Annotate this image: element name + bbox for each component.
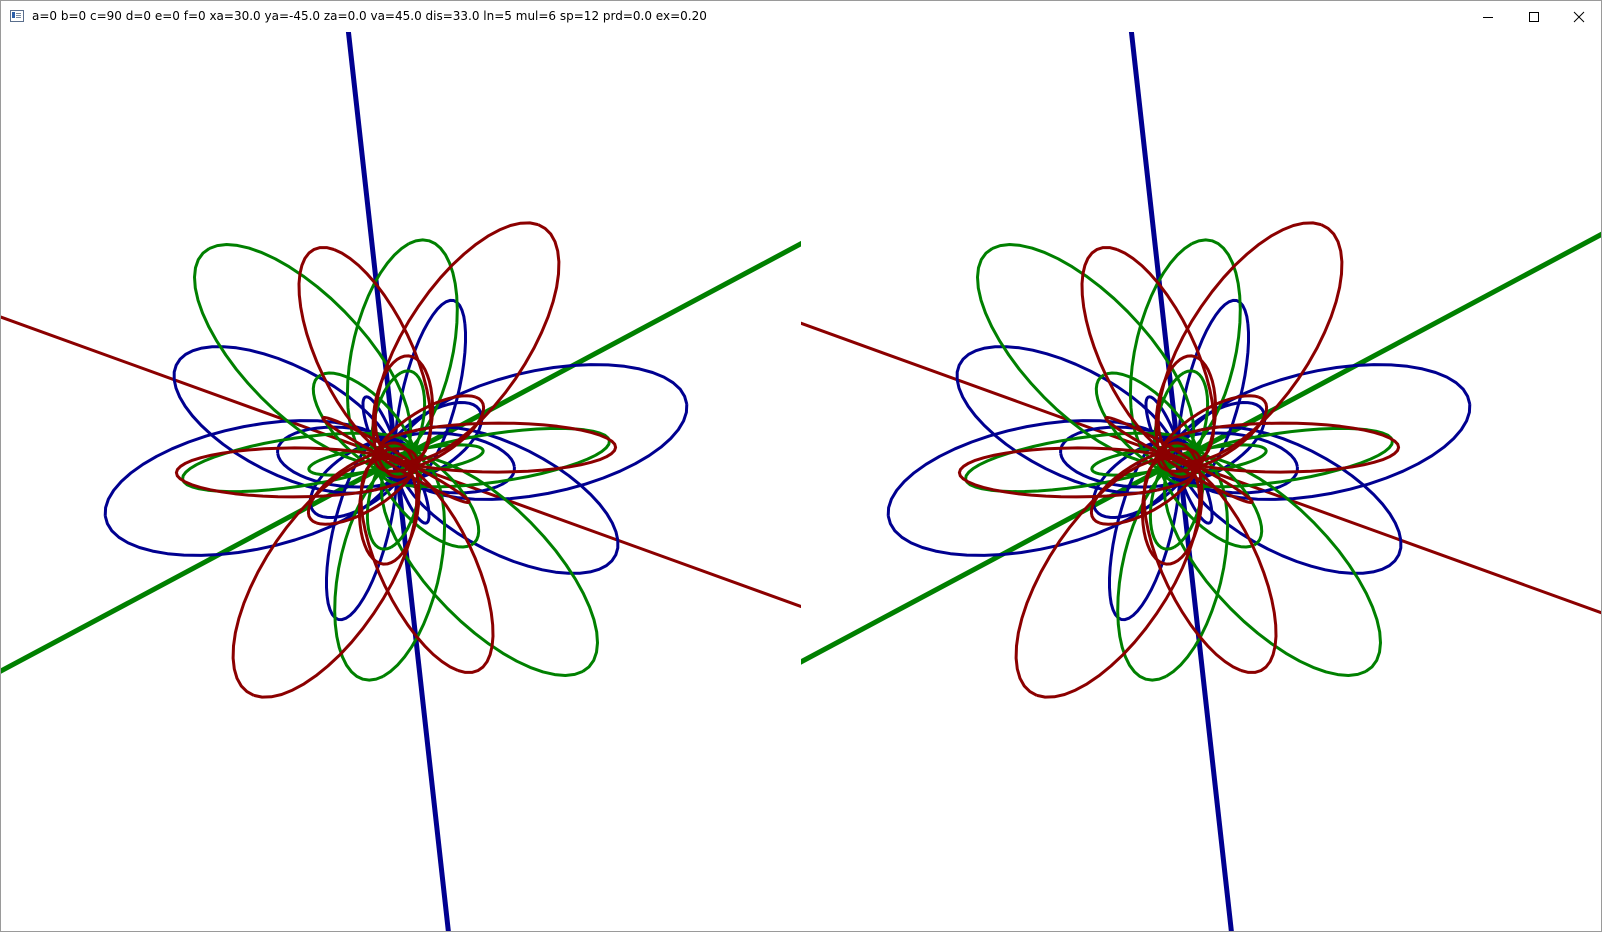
minimize-icon xyxy=(1483,16,1493,18)
title-bar[interactable]: a=0 b=0 c=90 d=0 e=0 f=0 xa=30.0 ya=-45.… xyxy=(1,1,1601,32)
red-loop-inner xyxy=(371,354,434,479)
red-loop-inner xyxy=(1141,441,1204,566)
maximize-icon xyxy=(1529,11,1539,22)
left-eye-view[interactable] xyxy=(1,32,801,931)
right-3d-scene xyxy=(801,32,1601,931)
red-loop xyxy=(379,421,618,474)
close-icon xyxy=(1573,11,1585,22)
maximize-button[interactable] xyxy=(1511,1,1557,32)
red-loop-inner xyxy=(358,441,421,566)
close-button[interactable] xyxy=(1556,1,1602,32)
minimize-button[interactable] xyxy=(1465,1,1511,32)
app-window-icon[interactable] xyxy=(10,10,24,22)
red-loop-inner xyxy=(1154,354,1217,479)
red-loop-inner xyxy=(374,450,471,504)
window-title: a=0 b=0 c=90 d=0 e=0 f=0 xa=30.0 ya=-45.… xyxy=(32,9,707,23)
render-canvas[interactable] xyxy=(1,32,1601,931)
red-loop-inner xyxy=(1157,450,1254,504)
right-eye-view[interactable] xyxy=(801,32,1601,931)
left-3d-scene xyxy=(1,32,801,931)
red-loop xyxy=(1162,421,1401,474)
